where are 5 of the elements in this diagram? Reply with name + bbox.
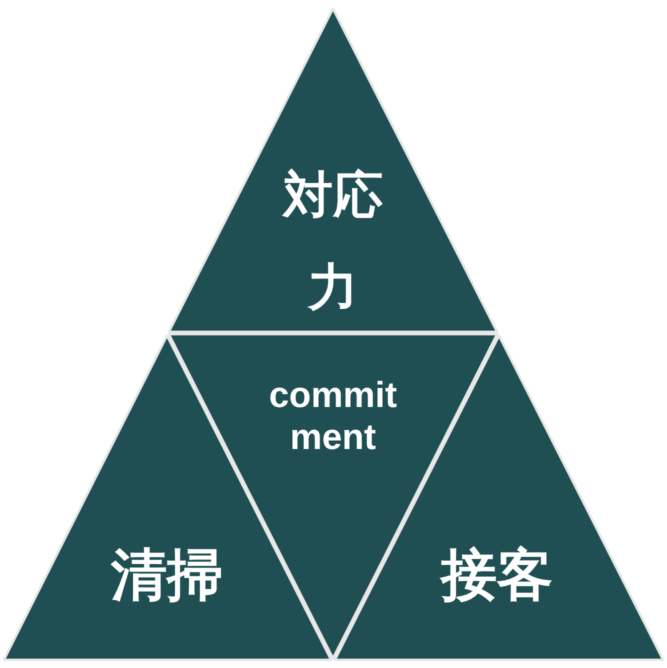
triangle-label: commitment (268, 374, 398, 458)
triangle-label: 接客 (438, 542, 554, 608)
triangle-label: 清掃 (110, 542, 224, 608)
triangle-label: 対応力 (281, 166, 384, 317)
triangle-panel (167, 6, 499, 333)
